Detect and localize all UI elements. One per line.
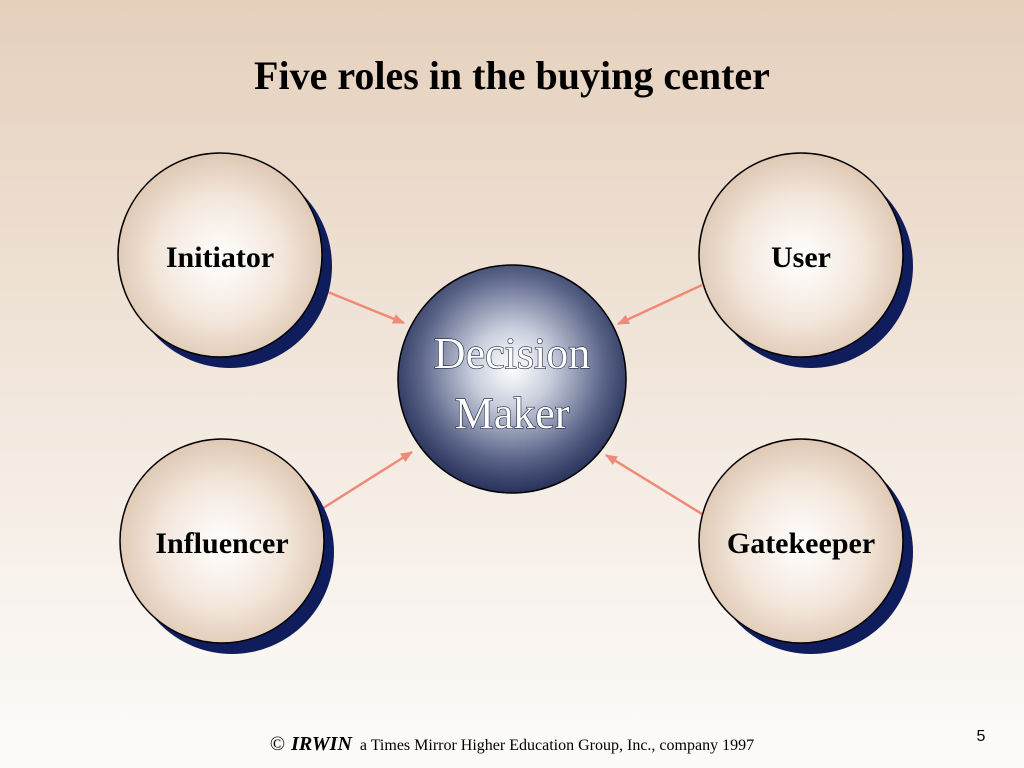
arrow-user-to-decision-maker [617,283,703,326]
arrow-influencer-to-decision-maker [319,450,413,512]
decision-maker-node: Decision Maker [397,264,627,494]
role-label-initiator: Initiator [166,241,274,274]
role-node-influencer: Influencer [119,438,334,654]
arrow-gatekeeper-to-decision-maker [605,453,703,516]
role-label-gatekeeper: Gatekeeper [727,527,875,560]
decision-maker-label-line2: Maker [455,389,570,438]
slide-title: Five roles in the buying center [254,53,770,98]
role-node-user: User [698,152,913,368]
node-circle [698,438,904,644]
footer: ©IRWIN a Times Mirror Higher Education Gr… [0,733,1024,756]
decision-maker-label-line1: Decision [434,329,590,378]
role-node-initiator: Initiator [117,152,332,368]
node-circle [119,438,325,644]
page-number: 5 [976,728,986,745]
footer-brand: IRWIN [291,733,352,755]
decision-maker-circle [397,264,627,494]
node-circle [117,152,323,358]
role-node-gatekeeper: Gatekeeper [698,438,913,654]
node-circle [698,152,904,358]
role-label-user: User [771,241,831,274]
copyright-symbol: © [269,733,286,755]
arrow-initiator-to-decision-maker [317,286,405,325]
footer-text: a Times Mirror Higher Education Group, I… [359,737,755,754]
role-label-influencer: Influencer [155,527,288,560]
